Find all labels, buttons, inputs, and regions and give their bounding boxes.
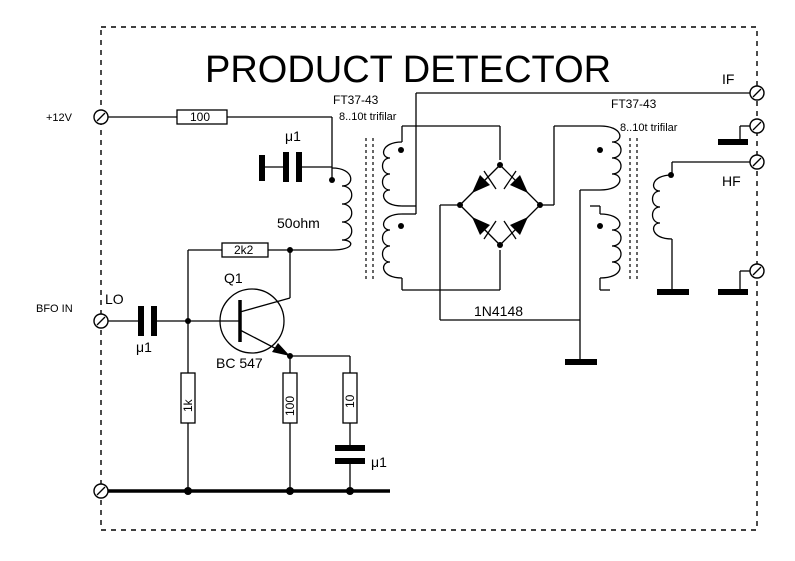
label-transistor-type: BC 547 (216, 355, 263, 371)
winding-t2-left-upper (599, 125, 622, 191)
label-r-emitter: 100 (283, 396, 297, 416)
capacitor-input (138, 306, 157, 336)
capacitor-emitter (335, 445, 365, 464)
transistor-q1 (219, 288, 291, 357)
label-t1-winding: 8..10t trifilar (339, 111, 397, 123)
label-transistor-ref: Q1 (224, 270, 243, 286)
label-t2-core: FT37-43 (611, 97, 657, 111)
terminal-bfo-in (93, 313, 109, 329)
winding-t1-right-upper (381, 141, 403, 207)
winding-t2-right (651, 174, 673, 240)
winding-t1-left (331, 167, 353, 251)
label-t1-core: FT37-43 (333, 93, 379, 107)
label-r-feedback: 2k2 (234, 243, 254, 257)
junction-supply (329, 177, 335, 183)
winding-t1-right-lower (381, 213, 403, 279)
winding-t2-left-lower (599, 213, 622, 279)
label-diodes: 1N4148 (474, 303, 523, 319)
label-impedance: 50ohm (277, 215, 320, 231)
diode-bridge (459, 164, 541, 246)
label-c-emitter: μ1 (371, 454, 387, 470)
label-lo: LO (105, 291, 124, 307)
resistor-bias (180, 372, 196, 424)
label-t2-winding: 8..10t trifilar (620, 122, 678, 134)
label-r-supply: 100 (190, 110, 210, 124)
terminal-hf (749, 154, 765, 170)
schematic-title: PRODUCT DETECTOR (205, 49, 611, 91)
supply-wiring (108, 116, 333, 180)
label-r-bias: 1k (181, 398, 195, 412)
label-r-series: 10 (343, 394, 357, 408)
terminal-supply (93, 109, 109, 125)
label-if: IF (722, 71, 734, 87)
terminal-ground-left (93, 483, 109, 499)
resistor-supply (176, 109, 228, 125)
label-bfo-in: BFO IN (36, 303, 73, 315)
enclosure-border (100, 26, 758, 531)
terminal-if (749, 85, 765, 101)
label-hf: HF (722, 173, 741, 189)
label-c-supply: μ1 (285, 128, 301, 144)
terminal-if-ground (749, 118, 765, 134)
label-supply: +12V (46, 112, 73, 124)
terminal-hf-ground (749, 263, 765, 279)
capacitor-supply-decoupling (259, 152, 332, 182)
label-c-input: μ1 (136, 339, 152, 355)
